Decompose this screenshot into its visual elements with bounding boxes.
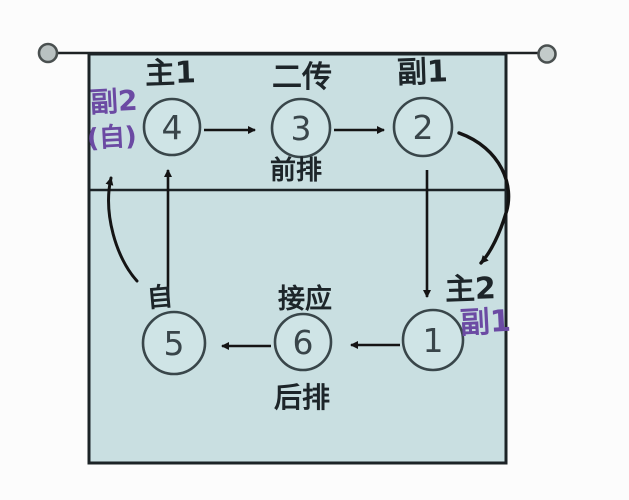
role-label-pos5: 自: [145, 281, 175, 315]
position-number-1: 1: [423, 321, 444, 360]
position-number-4: 4: [162, 108, 183, 147]
role-label-pos6: 接应: [278, 284, 332, 315]
front-row-label: 前排: [270, 156, 323, 186]
role-label-pos1: 主2: [444, 271, 497, 308]
curved-arrow-2-to-zhu2-note: [457, 131, 511, 265]
right-note: 副1: [459, 303, 512, 342]
net-pin-right: [537, 44, 557, 64]
position-number-5: 5: [164, 324, 185, 363]
position-circle-1: [401, 308, 465, 372]
left-note-line2: (自): [86, 121, 138, 155]
position-number-3: 3: [291, 109, 312, 148]
role-label-pos2: 副1: [396, 54, 449, 91]
back-row-label: 后排: [274, 381, 331, 414]
role-label-pos3: 二传: [272, 60, 332, 95]
left-note-line1: 副2: [89, 83, 139, 120]
position-number-2: 2: [413, 108, 434, 147]
position-circle-5: [141, 310, 207, 376]
role-label-pos4: 主1: [144, 55, 197, 92]
position-circle-6: [273, 312, 333, 372]
net-pin-left: [37, 42, 59, 64]
position-circle-4: [142, 97, 202, 157]
position-number-6: 6: [293, 323, 314, 362]
position-circle-2: [392, 96, 454, 158]
curved-arrow-5-to-libero-note: [105, 176, 139, 283]
position-circle-3: [270, 97, 332, 159]
